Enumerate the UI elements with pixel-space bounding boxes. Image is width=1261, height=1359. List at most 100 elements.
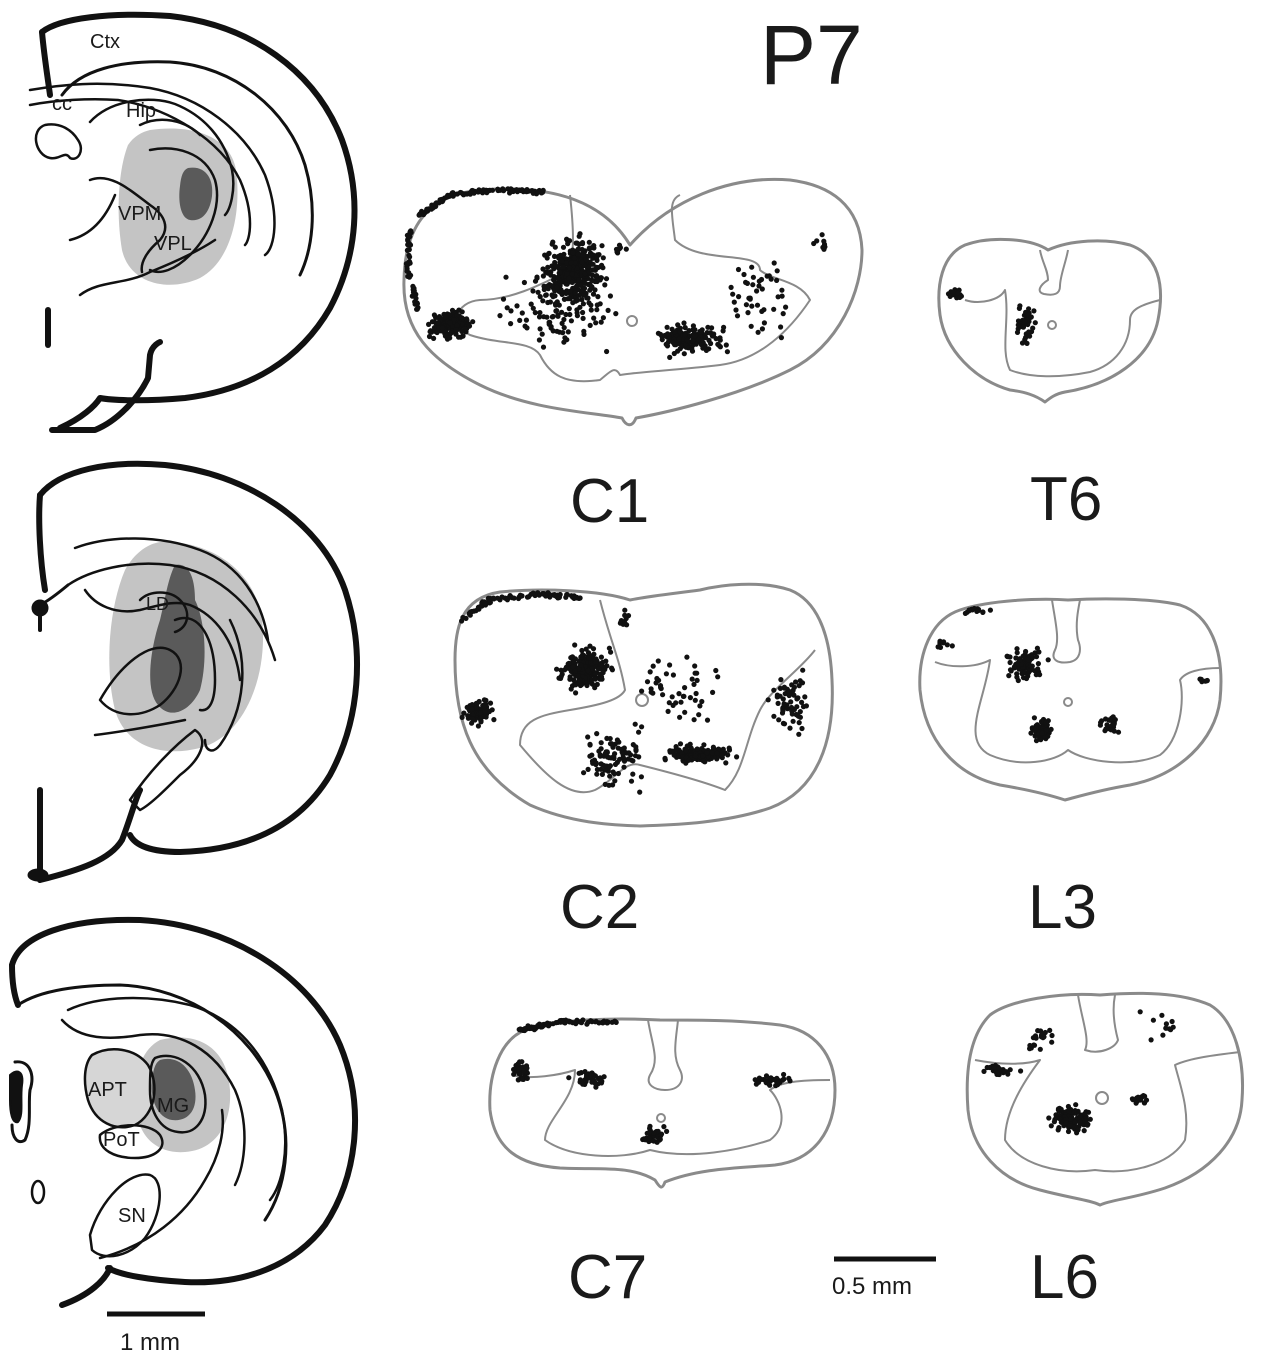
labeled-neuron-dot <box>426 322 431 327</box>
labeled-neuron-dot <box>464 316 469 321</box>
labeled-neuron-dot <box>661 1124 666 1129</box>
label-vpm: VPM <box>118 203 161 225</box>
labeled-neuron-dot <box>591 316 596 321</box>
labeled-neuron-dot <box>1067 1109 1072 1114</box>
labeled-neuron-dot <box>482 601 487 606</box>
labeled-neuron-dot <box>693 698 698 703</box>
labeled-neuron-dot <box>760 326 765 331</box>
labeled-neuron-dot <box>500 186 505 191</box>
labeled-neuron-dot <box>693 754 698 759</box>
labeled-neuron-dot <box>602 282 607 287</box>
labeled-neuron-dot <box>603 751 608 756</box>
labeled-neuron-dot <box>630 772 635 777</box>
labeled-neuron-dot <box>503 275 508 280</box>
labeled-neuron-dot <box>599 243 604 248</box>
labeled-neuron-dot <box>417 213 422 218</box>
brain-scale-bar-label: 1 mm <box>120 1329 180 1356</box>
labeled-neuron-dot <box>677 715 682 720</box>
labeled-neuron-dot <box>811 241 816 246</box>
labeled-neuron-dot <box>540 266 545 271</box>
labeled-neuron-dot <box>604 276 609 281</box>
labeled-neuron-dot <box>613 762 618 767</box>
labeled-neuron-dot <box>674 744 679 749</box>
labeled-neuron-dot <box>578 654 583 659</box>
labeled-neuron-dot <box>573 682 578 687</box>
labeled-neuron-dot <box>581 329 586 334</box>
labeled-neuron-dot <box>587 754 592 759</box>
labeled-neuron-dot <box>588 252 593 257</box>
labeled-neuron-dot <box>594 761 599 766</box>
labeled-neuron-dot <box>980 610 985 615</box>
labeled-neuron-dot <box>733 307 738 312</box>
labeled-neuron-dot <box>530 288 535 293</box>
labeled-neuron-dot <box>533 310 538 315</box>
labeled-neuron-dot <box>691 682 696 687</box>
labeled-neuron-dot <box>1049 1040 1054 1045</box>
labeled-neuron-dot <box>749 265 754 270</box>
labeled-neuron-dot <box>681 320 686 325</box>
labeled-neuron-dot <box>633 722 638 727</box>
labeled-neuron-dot <box>639 689 644 694</box>
labeled-neuron-dot <box>781 1072 786 1077</box>
labeled-neuron-dot <box>541 314 546 319</box>
labeled-neuron-dot <box>763 1078 768 1083</box>
cord-l6-label: L6 <box>1030 1243 1099 1312</box>
labeled-neuron-dot <box>636 754 641 759</box>
labeled-neuron-dot <box>586 767 591 772</box>
labeled-neuron-dot <box>587 270 592 275</box>
labeled-neuron-dot <box>790 711 795 716</box>
labeled-neuron-dot <box>567 677 572 682</box>
labeled-neuron-dot <box>766 697 771 702</box>
labeled-neuron-dot <box>1056 1106 1061 1111</box>
labeled-neuron-dot <box>541 345 546 350</box>
labeled-neuron-dot <box>490 188 495 193</box>
labeled-neuron-dot <box>553 245 558 250</box>
labeled-neuron-dot <box>754 288 759 293</box>
labeled-neuron-dot <box>636 730 641 735</box>
cord-c2 <box>455 584 832 826</box>
labeled-neuron-dot <box>586 668 591 673</box>
labeled-neuron-dot <box>1057 1116 1062 1121</box>
brain-ventral-2 <box>40 790 140 880</box>
labeled-neuron-dot <box>470 717 475 722</box>
labeled-neuron-dot <box>573 1020 578 1025</box>
labeled-neuron-dot <box>771 1077 776 1082</box>
labeled-neuron-dot <box>594 255 599 260</box>
labeled-neuron-dot <box>727 746 732 751</box>
labeled-neuron-dot <box>654 676 659 681</box>
labeled-neuron-dot <box>554 667 559 672</box>
labeled-neuron-dot <box>591 646 596 651</box>
labeled-neuron-dot <box>560 289 565 294</box>
labeled-neuron-dot <box>682 710 687 715</box>
labeled-neuron-dot <box>736 294 741 299</box>
cord-c7-label: C7 <box>568 1243 647 1312</box>
labeled-neuron-dot <box>749 304 754 309</box>
labeled-neuron-dot <box>756 1080 761 1085</box>
labeled-neuron-dot <box>476 723 481 728</box>
labeled-neuron-dot <box>736 267 741 272</box>
labeled-neuron-dot <box>671 703 676 708</box>
labeled-neuron-dot <box>601 255 606 260</box>
labeled-neuron-dot <box>570 300 575 305</box>
labeled-neuron-dot <box>570 280 575 285</box>
labeled-neuron-dot <box>1033 320 1038 325</box>
labeled-neuron-dot <box>588 1073 593 1078</box>
brain-left-edge-3 <box>12 965 18 1005</box>
labeled-neuron-dot <box>677 329 682 334</box>
labeled-neuron-dot <box>599 263 604 268</box>
labeled-neuron-dot <box>613 1019 618 1024</box>
labeled-neuron-dot <box>775 693 780 698</box>
labeled-neuron-dot <box>558 592 563 597</box>
labeled-neuron-dot <box>729 285 734 290</box>
labeled-neuron-dot <box>1170 1019 1175 1024</box>
labeled-neuron-dot <box>695 746 700 751</box>
labeled-neuron-dot <box>538 1022 543 1027</box>
labeled-neuron-dot <box>787 693 792 698</box>
labeled-neuron-dot <box>557 330 562 335</box>
labeled-neuron-dot <box>579 663 584 668</box>
labeled-neuron-dot <box>1033 726 1038 731</box>
labeled-neuron-dot <box>523 324 528 329</box>
labeled-neuron-dot <box>594 772 599 777</box>
labeled-neuron-dot <box>598 662 603 667</box>
brain-section-thalamus-ld <box>28 464 357 881</box>
